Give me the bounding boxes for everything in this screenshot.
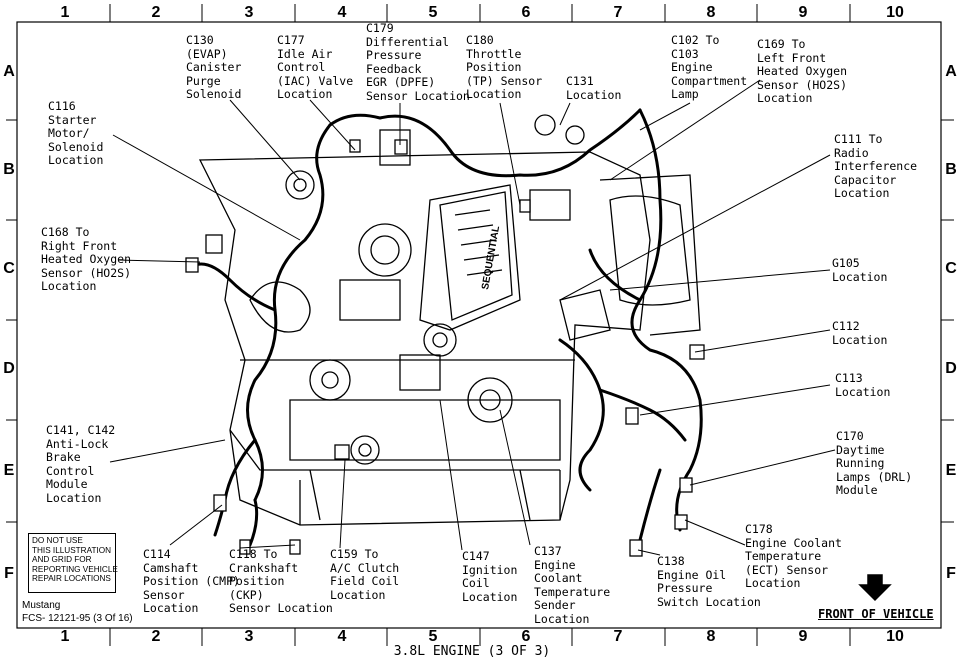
label-c180: C180 Throttle Position (TP) Sensor Locat… — [466, 33, 543, 102]
grid-row-f-left: F — [4, 565, 14, 582]
label-c116: C116 Starter Motor/ Solenoid Location — [48, 99, 104, 168]
grid-row-b-left: B — [3, 161, 15, 178]
grid-row-a-left: A — [3, 63, 15, 80]
label-c112: C112 Location — [832, 319, 888, 347]
usage-note: DO NOT USE THIS ILLUSTRATION AND GRID FO… — [28, 533, 118, 593]
grid-col-4-top: 4 — [337, 4, 347, 21]
grid-col-6-top: 6 — [521, 4, 531, 21]
label-g105: G105 Location — [832, 256, 888, 284]
grid-col-7-bottom: 7 — [613, 628, 623, 645]
grid-row-c-left: C — [3, 260, 15, 277]
front-arrow-icon — [858, 574, 892, 602]
grid-col-9-top: 9 — [798, 4, 808, 21]
grid-col-8-top: 8 — [706, 4, 716, 21]
connectors — [185, 139, 705, 557]
grid-row-e-right: E — [945, 462, 957, 479]
label-c114: C114 Camshaft Position (CMP) Sensor Loca… — [143, 547, 240, 616]
label-c159: C159 To A/C Clutch Field Coil Location — [330, 547, 400, 602]
diagram-frame — [16, 21, 942, 629]
label-c113: C113 Location — [835, 371, 891, 399]
label-c118: C118 To Crankshaft Position (CKP) Sensor… — [229, 547, 333, 616]
grid-col-5-bottom: 5 — [428, 628, 438, 645]
leader-lines — [109, 79, 836, 556]
label-c141-c142: C141, C142 Anti-Lock Brake Control Modul… — [46, 423, 116, 505]
model-name: Mustang — [22, 600, 61, 611]
label-c137: C137 Engine Coolant Temperature Sender L… — [534, 544, 611, 626]
grid-col-10-bottom: 10 — [886, 628, 904, 645]
intake-plenum — [419, 184, 521, 331]
grid-row-c-right: C — [945, 260, 957, 277]
label-c179: C179 Differential Pressure Feedback EGR … — [366, 21, 470, 103]
figure-code: FCS- 12121-95 (3 Of 16) — [22, 613, 133, 624]
grid-col-5-top: 5 — [428, 4, 438, 21]
grid-col-4-bottom: 4 — [337, 628, 347, 645]
grid-row-d-right: D — [945, 360, 957, 377]
label-c130: C130 (EVAP) Canister Purge Solenoid — [186, 33, 242, 102]
label-c168: C168 To Right Front Heated Oxygen Sensor… — [41, 225, 132, 294]
grid-col-1-top: 1 — [60, 4, 70, 21]
label-c177: C177 Idle Air Control (IAC) Valve Locati… — [277, 33, 354, 102]
engine-block — [198, 151, 701, 526]
label-c147: C147 Ignition Coil Location — [462, 549, 518, 604]
label-c111: C111 To Radio Interference Capacitor Loc… — [834, 132, 918, 201]
grid-col-3-bottom: 3 — [244, 628, 254, 645]
grid-col-3-top: 3 — [244, 4, 254, 21]
grid-col-1-bottom: 1 — [60, 628, 70, 645]
grid-col-9-bottom: 9 — [798, 628, 808, 645]
engine-components — [249, 114, 611, 465]
grid-col-2-top: 2 — [151, 4, 161, 21]
label-c170: C170 Daytime Running Lamps (DRL) Module — [836, 429, 913, 498]
label-c131: C131 Location — [566, 74, 622, 102]
front-of-vehicle-label: FRONT OF VEHICLE — [818, 607, 934, 621]
grid-row-e-left: E — [3, 462, 15, 479]
grid-ticks — [6, 4, 954, 646]
page-title: 3.8L ENGINE (3 OF 3) — [393, 644, 551, 659]
grid-row-a-right: A — [945, 63, 957, 80]
label-c102: C102 To C103 Engine Compartment Lamp — [671, 33, 748, 102]
grid-col-6-bottom: 6 — [521, 628, 531, 645]
grid-col-8-bottom: 8 — [706, 628, 716, 645]
label-c138: C138 Engine Oil Pressure Switch Location — [657, 554, 761, 609]
grid-col-10-top: 10 — [886, 4, 904, 21]
label-c169: C169 To Left Front Heated Oxygen Sensor … — [757, 37, 848, 106]
grid-row-b-right: B — [945, 161, 957, 178]
grid-row-d-left: D — [3, 360, 15, 377]
wiring-harness — [193, 108, 703, 547]
label-c178: C178 Engine Coolant Temperature (ECT) Se… — [745, 522, 842, 591]
grid-col-2-bottom: 2 — [151, 628, 161, 645]
grid-col-7-top: 7 — [613, 4, 623, 21]
grid-row-f-right: F — [946, 565, 956, 582]
